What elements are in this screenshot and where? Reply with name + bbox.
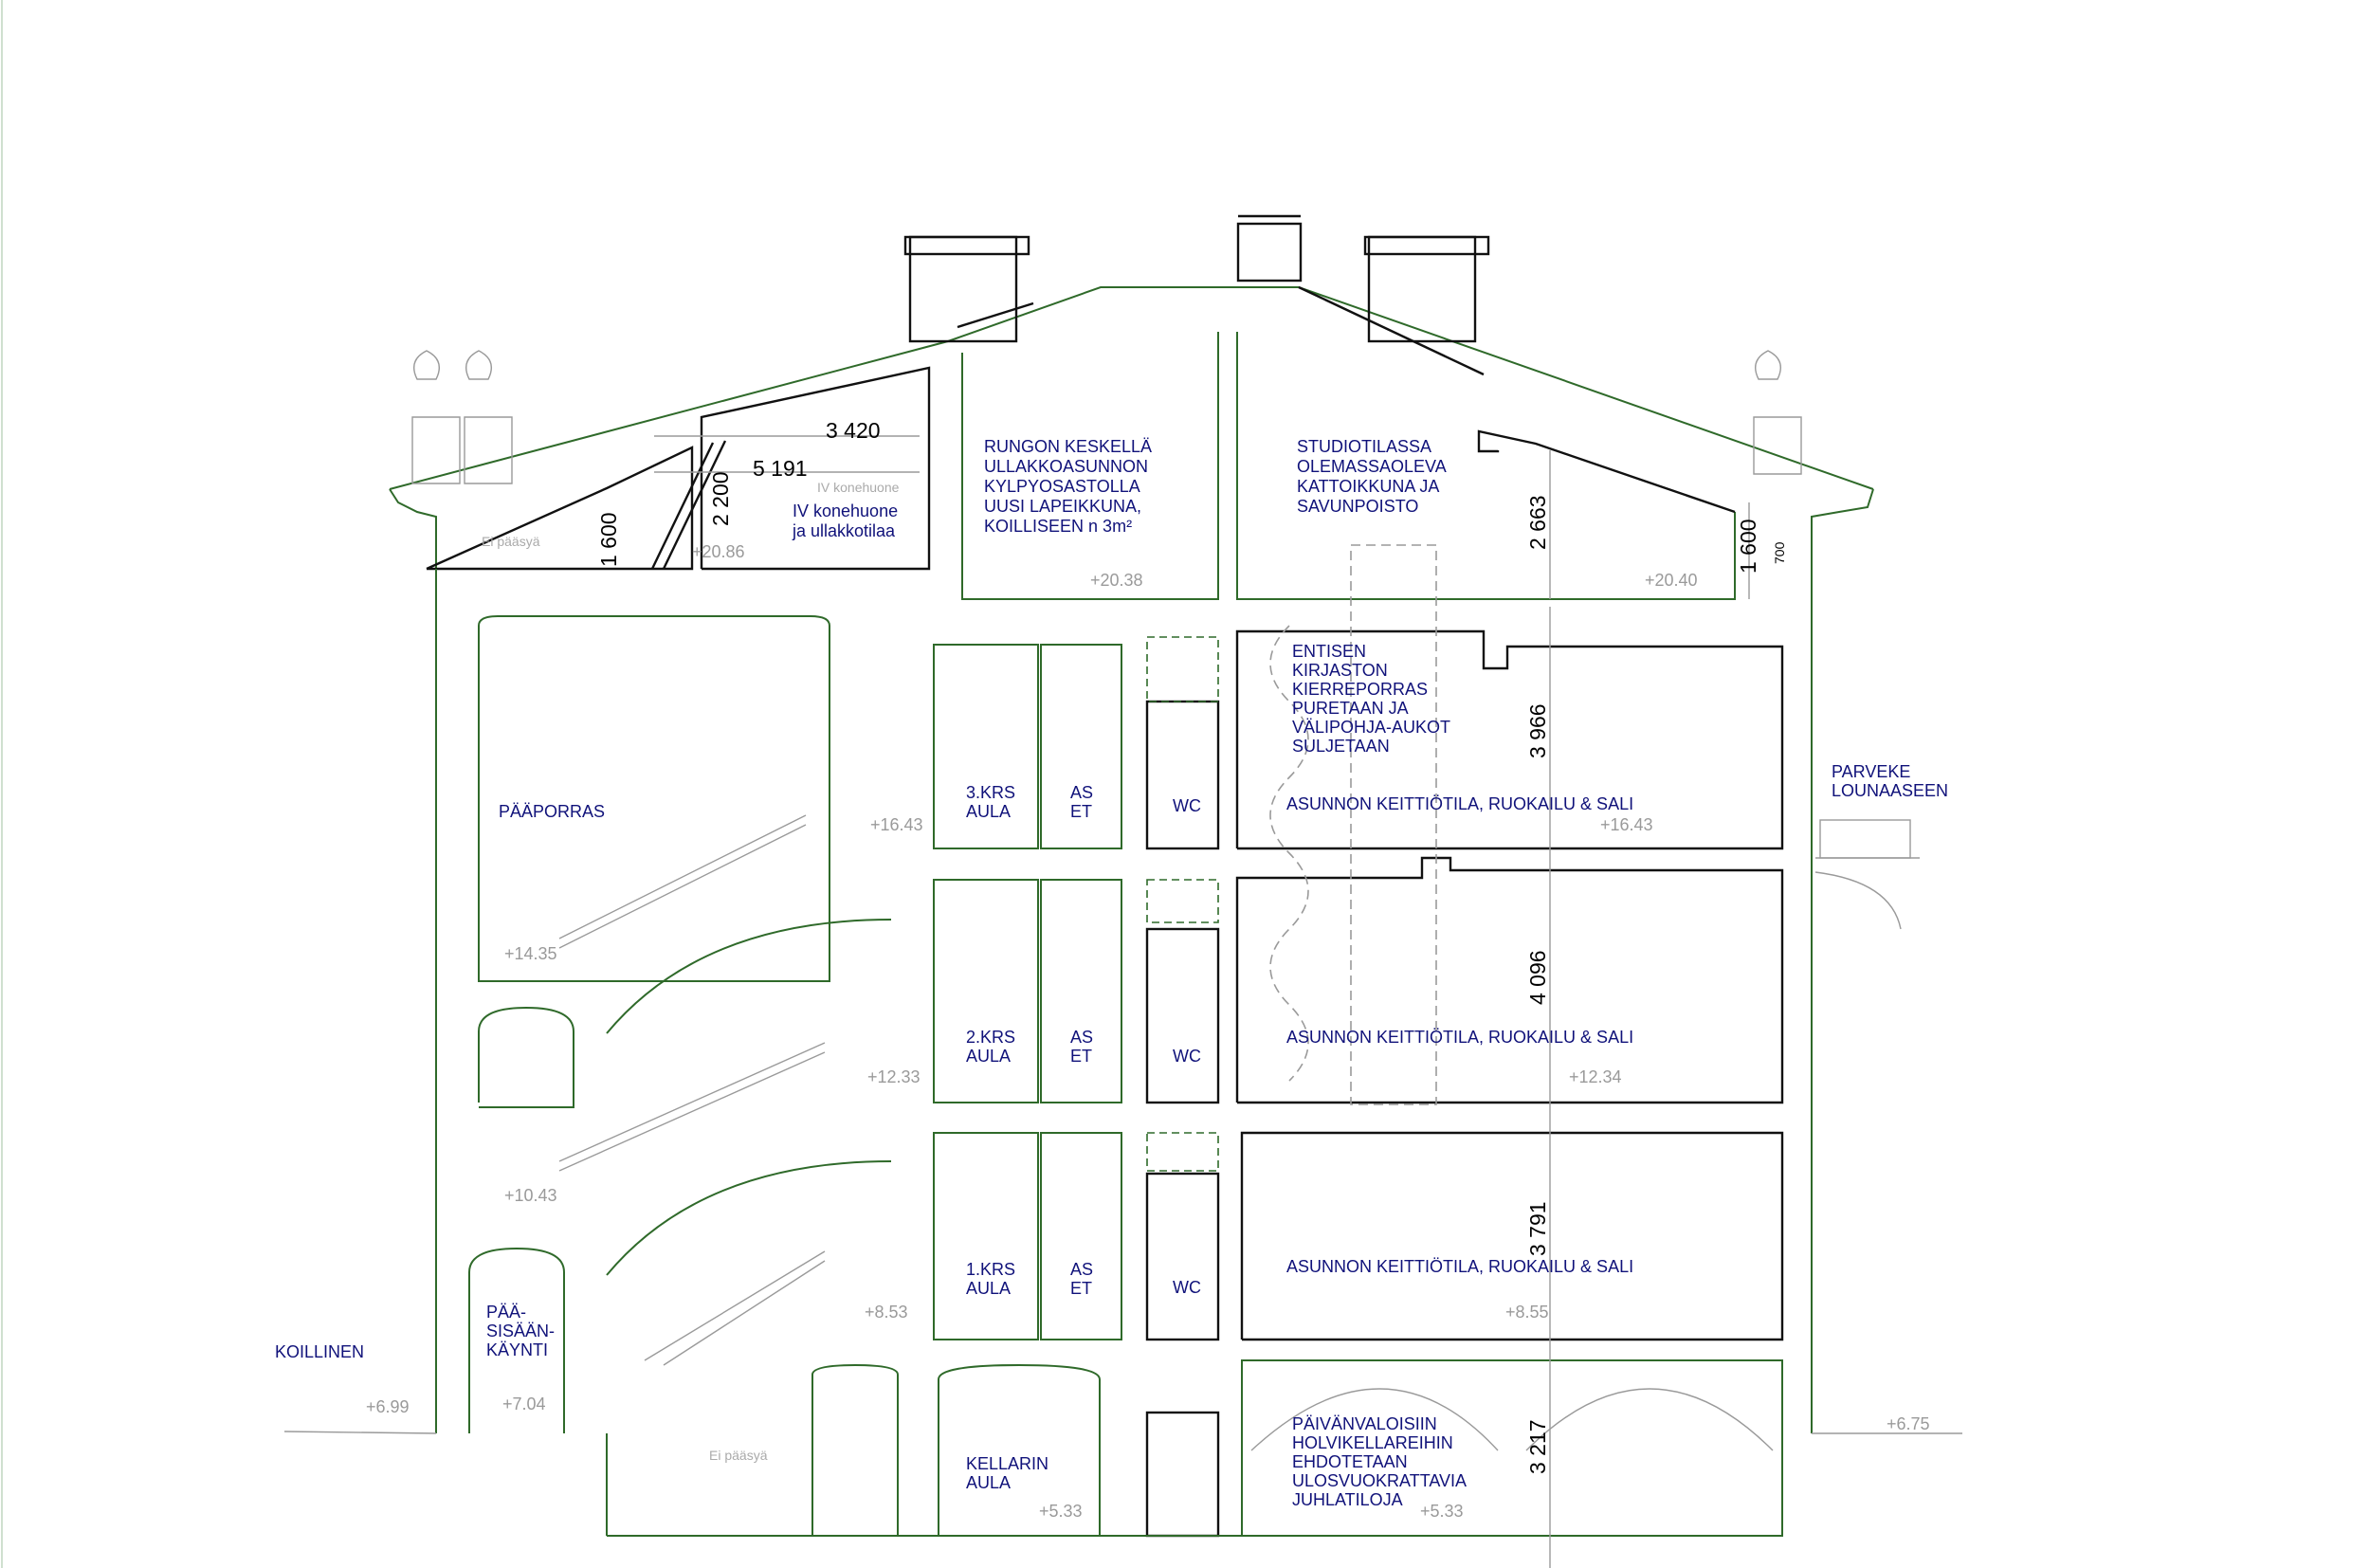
level-20-40: +20.40 [1645,571,1698,590]
aset-3-label: AS [1070,783,1093,802]
note-line: PURETAAN JA [1292,699,1409,718]
studio-note: STUDIOTILASSA OLEMASSAOLEVA KATTOIKKUNA … [1297,437,1447,516]
note-line: RUNGON KESKELLÄ [984,437,1152,456]
level-5-33-right: +5.33 [1420,1502,1464,1521]
note-line: KOILLISEEN n 3m² [984,517,1132,536]
spiral-stair-removed [1269,544,1437,1105]
note-line: KYLPYOSASTOLLA [984,477,1140,496]
note-line: STUDIOTILASSA [1297,437,1431,456]
wc-2-label: WC [1173,1047,1201,1066]
note-line: SULJETAAN [1292,737,1390,756]
entrance-label: SISÄÄN- [486,1322,555,1340]
dim-4096: 4 096 [1525,950,1550,1005]
cellar-aula-label: AULA [966,1473,1011,1492]
dim-2200: 2 200 [708,471,733,526]
iv-label-1: IV konehuone [793,501,898,520]
level-6-99: +6.99 [366,1397,410,1416]
level-6-75: +6.75 [1887,1414,1930,1433]
aset-2-label: AS [1070,1028,1093,1047]
level-16-43-left: +16.43 [870,815,923,834]
center-note: RUNGON KESKELLÄ ULLAKKOASUNNON KYLPYOSAS… [984,437,1152,536]
vaulted-cellar-note: PÄIVÄNVALOISIIN HOLVIKELLAREIHIN EHDOTET… [1292,1414,1467,1509]
chimneys [903,214,1490,343]
iv-faint-label: IV konehuone [817,480,900,495]
main-staircase [558,814,892,1366]
apartment-2-label: ASUNNON KEITTIÖTILA, RUOKAILU & SALI [1286,1028,1633,1047]
aset-1-label: AS [1070,1260,1093,1279]
attic [426,332,1750,600]
note-line: ULOSVUOKRATTAVIA [1292,1471,1467,1490]
balcony-label: LOUNAASEEN [1832,781,1948,800]
cellar-aula-label: KELLARIN [966,1454,1048,1473]
aula-2-label: 2.KRS [966,1028,1015,1047]
northeast-label: KOILLINEN [275,1342,364,1361]
aula-3-label: 3.KRS [966,783,1015,802]
apartment-3-label: ASUNNON KEITTIÖTILA, RUOKAILU & SALI [1286,794,1633,813]
no-access-basement: Ei pääsyä [709,1448,768,1463]
apartment-1-label: ASUNNON KEITTIÖTILA, RUOKAILU & SALI [1286,1257,1633,1276]
level-12-34: +12.34 [1569,1067,1622,1086]
note-line: VÄLIPOHJA-AUKOT [1292,718,1450,737]
no-access-attic: Ei pääsyä [482,534,540,549]
level-14-35: +14.35 [504,944,557,963]
dim-3217: 3 217 [1525,1419,1550,1474]
main-stair-label: PÄÄPORRAS [499,802,605,821]
level-5-33-left: +5.33 [1039,1502,1083,1521]
level-8-55: +8.55 [1505,1303,1549,1322]
note-line: KATTOIKKUNA JA [1297,477,1439,496]
aula-3-label: AULA [966,802,1011,821]
note-line: OLEMASSAOLEVA [1297,457,1447,476]
note-line: KIERREPORRAS [1292,680,1428,699]
aula-2-label: AULA [966,1047,1011,1066]
aset-3-label: ET [1070,802,1092,821]
wc-3-label: WC [1173,796,1201,815]
level-10-43: +10.43 [504,1186,557,1205]
aula-1-label: 1.KRS [966,1260,1015,1279]
dim-1600-left: 1 600 [596,512,621,567]
level-8-53: +8.53 [865,1303,908,1322]
dim-5191: 5 191 [753,456,808,481]
dim-2663: 2 663 [1525,495,1550,550]
wc-1-label: WC [1173,1278,1201,1297]
level-12-33: +12.33 [867,1067,921,1086]
note-line: JUHLATILOJA [1292,1490,1403,1509]
note-line: PÄIVÄNVALOISIIN [1292,1414,1437,1433]
level-20-86: +20.86 [692,542,745,561]
balcony-label: PARVEKE [1832,762,1910,781]
note-line: KIRJASTON [1292,661,1388,680]
iv-label-2: ja ullakkotilaa [792,521,896,540]
balcony [1814,819,1920,930]
roof [389,285,1874,569]
dim-3966: 3 966 [1525,703,1550,758]
entrance-label: KÄYNTI [486,1340,548,1359]
dim-700: 700 [1772,541,1787,564]
walls [435,569,1813,1538]
level-7-04: +7.04 [502,1395,546,1413]
note-line: HOLVIKELLAREIHIN [1292,1433,1453,1452]
note-line: ULLAKKOASUNNON [984,457,1148,476]
level-20-38: +20.38 [1090,571,1143,590]
note-line: UUSI LAPEIKKUNA, [984,497,1141,516]
level-16-43-right: +16.43 [1600,815,1653,834]
dim-3791: 3 791 [1525,1201,1550,1256]
dim-3420: 3 420 [826,418,881,443]
urn-ornaments [411,350,1802,484]
spiral-stair-note: ENTISEN KIRJASTON KIERREPORRAS PURETAAN … [1292,642,1450,756]
aset-1-label: ET [1070,1279,1092,1298]
aset-2-label: ET [1070,1047,1092,1066]
ground-lines [283,1431,1962,1434]
dim-1600-right: 1 600 [1736,519,1760,574]
note-line: ENTISEN [1292,642,1366,661]
note-line: EHDOTETAAN [1292,1452,1408,1471]
note-line: SAVUNPOISTO [1297,497,1418,516]
entrance-label: PÄÄ- [486,1303,526,1322]
aula-1-label: AULA [966,1279,1011,1298]
